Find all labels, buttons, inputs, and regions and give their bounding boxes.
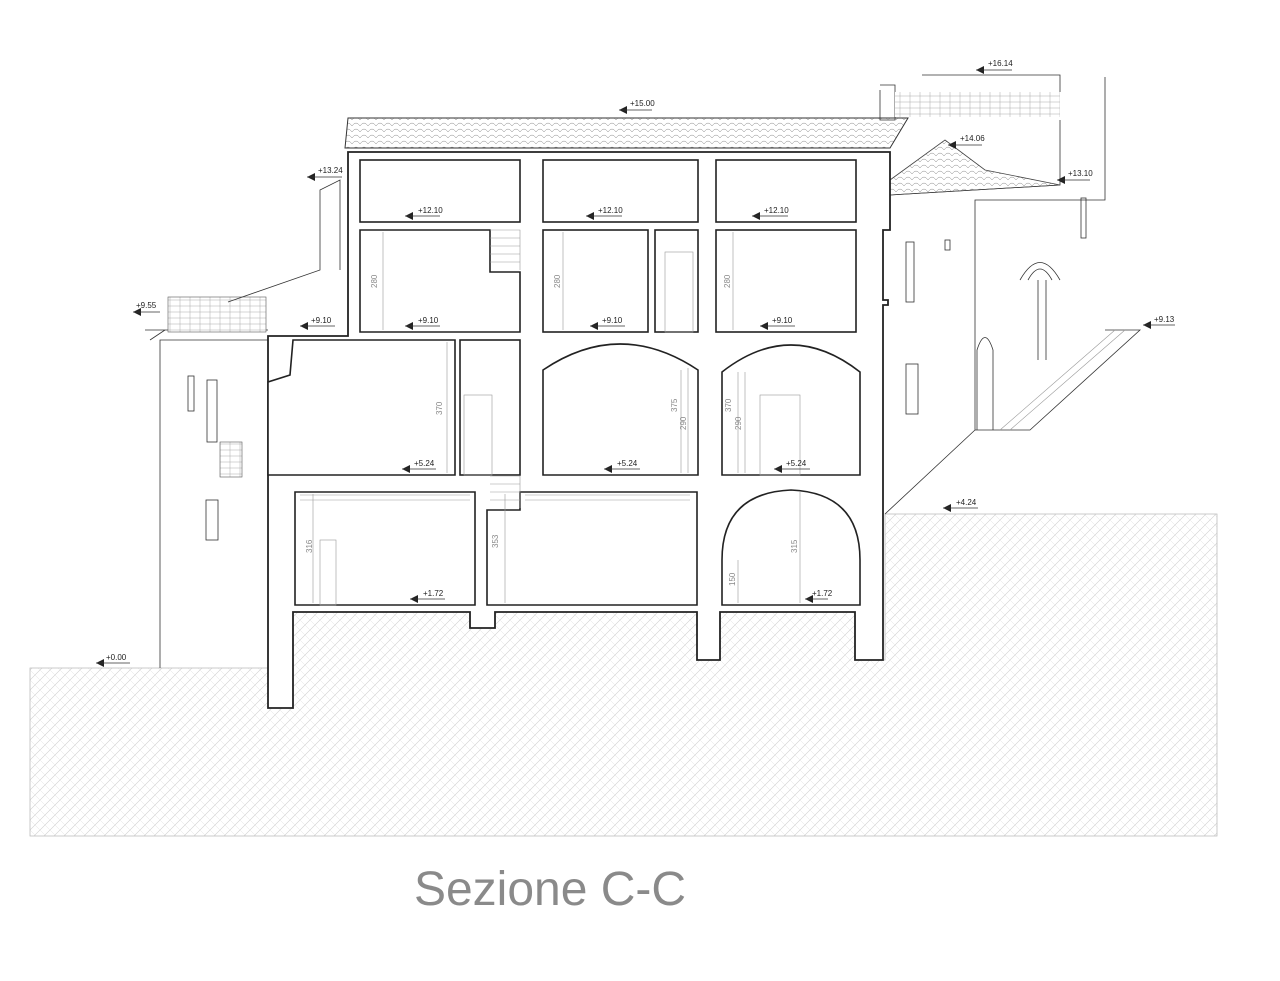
level-marker: +13.10 [1057,169,1093,184]
level-marker: +15.00 [619,99,655,114]
level-marker: +12.10 [405,206,443,220]
level-marker: +5.24 [774,459,810,473]
level-marker: +16.14 [976,59,1013,74]
dimension-texts: 280 280 280 370 375 290 370 290 316 353 … [305,274,799,586]
svg-text:+5.24: +5.24 [617,459,638,468]
level-marker: +5.24 [604,459,640,473]
level-marker: +13.24 [307,166,343,181]
level-markers: +16.14 +15.00 +14.06 +13.24 +13.10 +12.1… [96,59,1175,667]
svg-text:+12.10: +12.10 [418,206,443,215]
right-building-elevation [879,74,1142,515]
svg-text:+9.10: +9.10 [311,316,332,325]
section-walls [267,117,909,709]
level-marker: +9.10 [300,316,335,330]
level-marker: +1.72 [410,589,445,603]
dim-370-a: 370 [435,401,444,415]
dim-280-b: 280 [553,274,562,288]
svg-text:+12.10: +12.10 [764,206,789,215]
dim-353: 353 [491,534,500,548]
dim-150: 150 [728,572,737,586]
svg-text:+0.00: +0.00 [106,653,127,662]
svg-text:+14.06: +14.06 [960,134,985,143]
level-marker: +12.10 [752,206,789,220]
level-marker: +12.10 [586,206,623,220]
level-marker: +4.24 [943,498,978,512]
svg-text:+1.72: +1.72 [812,589,833,598]
svg-text:+9.10: +9.10 [772,316,793,325]
level-marker: +9.10 [760,316,795,330]
svg-text:+4.24: +4.24 [956,498,977,507]
svg-text:+12.10: +12.10 [598,206,623,215]
left-building-elevation [145,179,341,668]
drawing-title: Sezione C-C [413,863,687,916]
svg-text:+5.24: +5.24 [414,459,435,468]
svg-text:+5.24: +5.24 [786,459,807,468]
level-marker: +14.06 [948,134,985,149]
dimension-lines [312,232,801,603]
dim-290-b: 290 [734,416,743,430]
dim-370-b: 370 [724,398,733,412]
svg-text:+1.72: +1.72 [423,589,444,598]
dim-316: 316 [305,539,314,553]
svg-text:+9.10: +9.10 [602,316,623,325]
level-marker: +5.24 [402,459,436,473]
level-marker: +9.13 [1143,315,1175,329]
level-marker: +9.10 [405,316,440,330]
svg-text:+13.10: +13.10 [1068,169,1093,178]
svg-text:+9.10: +9.10 [418,316,439,325]
dim-280-c: 280 [723,274,732,288]
svg-text:+16.14: +16.14 [988,59,1013,68]
svg-text:+9.13: +9.13 [1154,315,1175,324]
dim-280-a: 280 [370,274,379,288]
level-marker: +1.72 [805,589,833,603]
level-marker: +9.10 [590,316,625,330]
svg-text:+9.55: +9.55 [136,301,157,310]
level-marker: +9.55 [133,301,160,316]
dim-315: 315 [790,539,799,553]
svg-text:+13.24: +13.24 [318,166,343,175]
svg-text:+15.00: +15.00 [630,99,655,108]
dim-375: 375 [670,398,679,412]
level-marker: +0.00 [96,653,130,667]
dim-290-a: 290 [679,416,688,430]
